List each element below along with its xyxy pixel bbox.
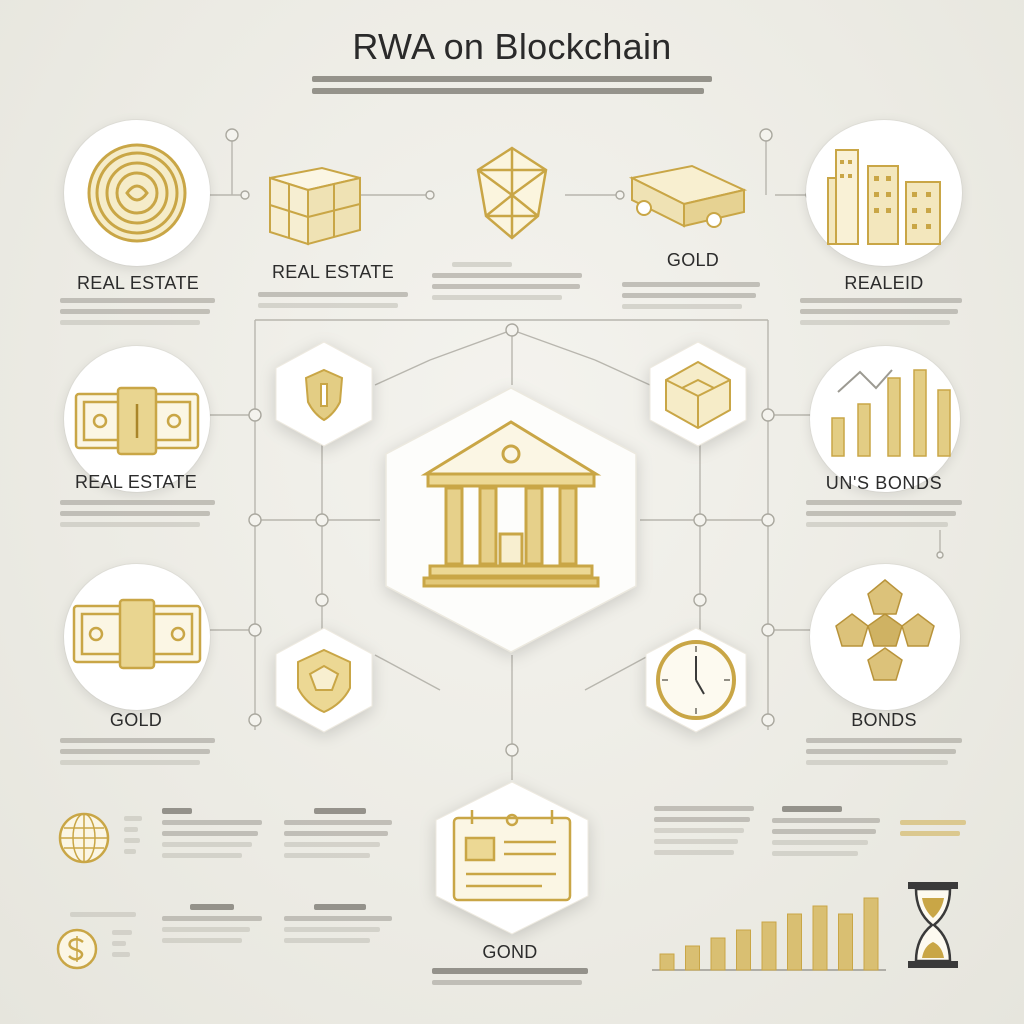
globe-card [52, 806, 116, 870]
asset-card-gem[interactable] [462, 140, 562, 244]
asset-desc-top-3 [432, 262, 582, 306]
hourglass-card [904, 880, 962, 970]
city-buildings-icon [827, 149, 941, 245]
info-column-c [162, 904, 262, 949]
asset-desc-low-left [60, 738, 215, 771]
gem-icon [476, 146, 548, 240]
asset-label-mid-left: REAL ESTATE [75, 472, 197, 492]
info-column-e [654, 806, 754, 861]
dollar-coin-card [54, 926, 100, 972]
satellite-gem-shield[interactable] [272, 626, 376, 734]
asset-card-nuggets[interactable] [810, 564, 960, 710]
shield-icon [304, 368, 344, 422]
document-icon [452, 810, 572, 902]
asset-card-cash[interactable] [64, 564, 210, 710]
gem-shield-icon [297, 648, 351, 714]
box-icon [665, 360, 731, 430]
asset-label-top-2: REAL ESTATE [272, 262, 394, 282]
info-badge [900, 820, 966, 842]
bar-chart-icon [831, 369, 951, 457]
bank-icon [420, 420, 602, 588]
coin-spiral-icon [87, 143, 187, 243]
chart-bar [710, 937, 726, 971]
cash-icon [72, 598, 202, 670]
asset-label-top-1: REAL ESTATE [77, 273, 199, 293]
info-column-d [284, 904, 394, 949]
asset-label-top-4: GOLD [666, 250, 720, 270]
chart-bar [736, 929, 751, 971]
globe-notes [124, 816, 144, 860]
chart-bar [863, 897, 879, 971]
asset-card-banknote[interactable] [64, 346, 210, 492]
asset-desc-bottom [432, 968, 588, 991]
page-title: RWA on Blockchain [352, 26, 672, 67]
asset-desc-top-1 [60, 298, 215, 331]
asset-label-mid-right: UN'S BONDS [825, 473, 943, 493]
satellite-clock[interactable] [642, 626, 750, 734]
asset-label-low-left: GOLD [109, 710, 163, 730]
hourglass-icon [908, 882, 958, 968]
globe-icon [58, 812, 110, 864]
asset-desc-top-2 [258, 292, 408, 314]
satellite-shield[interactable] [272, 340, 376, 448]
center-hub[interactable] [380, 384, 642, 656]
mini-bar-chart [652, 897, 886, 971]
asset-desc-low-right [806, 738, 962, 771]
building-blocks-icon [269, 166, 361, 246]
asset-desc-top-4 [622, 282, 760, 315]
asset-card-coin[interactable] [64, 120, 210, 266]
asset-desc-mid-right [806, 500, 962, 533]
banknote-icon [74, 386, 200, 456]
chart-bar [685, 945, 700, 971]
info-column-b [284, 808, 394, 864]
asset-label-bottom: GOND [482, 942, 538, 962]
dollar-coin-icon [56, 928, 98, 970]
asset-desc-mid-left [60, 500, 215, 533]
chart-bar [787, 913, 802, 971]
clock-icon [656, 640, 736, 720]
gold-bar-icon [628, 164, 748, 228]
asset-label-top-5: REALEID [844, 273, 924, 293]
coin-side-notes [112, 930, 136, 963]
chart-bar [838, 913, 853, 971]
intro-text [312, 76, 712, 100]
asset-card-city[interactable] [806, 120, 962, 266]
info-column-f [772, 806, 882, 862]
asset-card-bar-chart[interactable] [810, 346, 960, 492]
asset-card-gold-bar[interactable] [622, 150, 752, 240]
chart-bar [659, 953, 675, 971]
chart-bar [761, 921, 777, 971]
satellite-box[interactable] [646, 340, 750, 448]
gold-nuggets-icon [835, 579, 935, 681]
coin-notes [70, 912, 140, 923]
chart-bar [812, 905, 828, 971]
asset-card-document[interactable] [432, 780, 592, 936]
asset-card-blocks[interactable] [262, 148, 366, 248]
asset-label-low-right: BONDS [851, 710, 917, 730]
asset-desc-top-5 [800, 298, 962, 331]
info-column-a [162, 808, 262, 864]
